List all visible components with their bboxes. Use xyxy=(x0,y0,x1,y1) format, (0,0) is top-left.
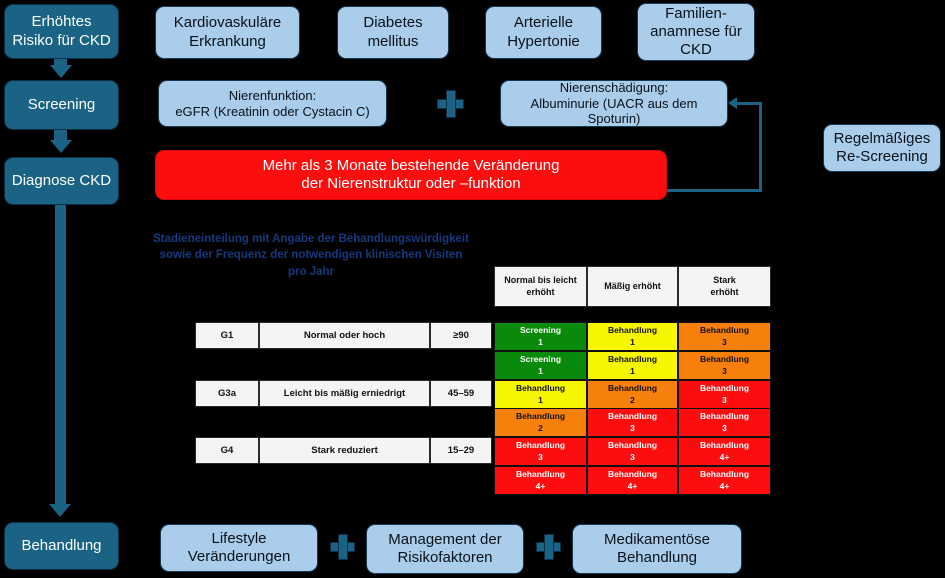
matrix-cell-r6-c1: Behandlung 4+ xyxy=(494,466,587,495)
matrix-cell-r1-c3: Behandlung 3 xyxy=(678,322,771,351)
matrix-cell-r4-c3: Behandlung 3 xyxy=(678,408,771,437)
diagnosis-criterion-alert: Mehr als 3 Monate bestehende Veränderung… xyxy=(155,150,667,200)
risk-factor-kardiovaskulaere-erkrankung: Kardiovaskuläre Erkrankung xyxy=(155,6,300,59)
matrix-column-header-maessig-erhoeht: Mäßig erhöht xyxy=(587,266,678,307)
feedback-loop-horizontal-bottom xyxy=(666,189,762,192)
screening-test-nierenschaedigung: Nierenschädigung: Albuminurie (UACR aus … xyxy=(500,80,728,127)
matrix-cell-r3-c2: Behandlung 2 xyxy=(587,380,678,409)
matrix-cell-r1-c2: Behandlung 1 xyxy=(587,322,678,351)
risk-factor-familienanamnese-ckd: Familien- anamnese für CKD xyxy=(637,3,755,61)
flow-stage-diagnose-ckd: Diagnose CKD xyxy=(4,157,119,205)
plus-icon-screening xyxy=(437,90,464,118)
matrix-column-header-normal-leicht-erhoeht: Normal bis leicht erhöht xyxy=(494,266,587,307)
flow-stage-erhoehtes-risiko: Erhöhtes Risiko für CKD xyxy=(4,4,119,59)
treatment-option-management-risikofaktoren: Management der Risikofaktoren xyxy=(366,524,524,574)
matrix-cell-r2-c1: Screening 1 xyxy=(494,351,587,380)
matrix-stage-gfr-g3a: 45–59 xyxy=(430,380,492,407)
matrix-cell-r5-c3: Behandlung 4+ xyxy=(678,437,771,466)
plus-icon-treatment-2 xyxy=(536,534,561,560)
flow-stage-screening: Screening xyxy=(4,80,119,130)
flow-stage-behandlung: Behandlung xyxy=(4,522,119,570)
connector-screening-to-diagnose-shaft xyxy=(54,130,67,141)
treatment-option-lifestyle-veraenderungen: Lifestyle Veränderungen xyxy=(160,524,318,572)
matrix-stage-description-g4: Stark reduziert xyxy=(259,437,430,464)
connector-risiko-to-screening-arrowhead xyxy=(50,65,72,78)
matrix-cell-r5-c2: Behandlung 3 xyxy=(587,437,678,466)
matrix-cell-r3-c1: Behandlung 1 xyxy=(494,380,587,409)
connector-screening-to-diagnose-arrowhead xyxy=(50,140,72,153)
connector-diagnose-to-behandlung-shaft xyxy=(55,205,66,510)
matrix-stage-code-g4: G4 xyxy=(195,437,259,464)
matrix-stage-gfr-g1: ≥90 xyxy=(430,322,492,349)
risk-factor-arterielle-hypertonie: Arterielle Hypertonie xyxy=(485,6,602,59)
feedback-loop-horizontal-top xyxy=(737,102,762,105)
matrix-cell-r1-c1: Screening 1 xyxy=(494,322,587,351)
matrix-column-header-stark-erhoeht: Stark erhöht xyxy=(678,266,771,307)
matrix-stage-description-g3a: Leicht bis mäßig erniedrigt xyxy=(259,380,430,407)
connector-risiko-to-screening-shaft xyxy=(54,59,67,67)
matrix-cell-r4-c1: Behandlung 2 xyxy=(494,408,587,437)
feedback-loop-arrowhead xyxy=(728,97,737,109)
risk-factor-diabetes-mellitus: Diabetes mellitus xyxy=(337,6,449,59)
matrix-cell-r2-c2: Behandlung 1 xyxy=(587,351,678,380)
treatment-option-medikamentoese-behandlung: Medikamentöse Behandlung xyxy=(572,524,742,574)
matrix-stage-gfr-g4: 15–29 xyxy=(430,437,492,464)
matrix-stage-code-g3a: G3a xyxy=(195,380,259,407)
matrix-stage-code-g1: G1 xyxy=(195,322,259,349)
matrix-heading: Stadieneinteilung mit Angabe der Behandl… xyxy=(153,233,469,278)
regelmaessiges-re-screening: Regelmäßiges Re-Screening xyxy=(823,124,941,172)
matrix-cell-r6-c3: Behandlung 4+ xyxy=(678,466,771,495)
connector-diagnose-to-behandlung-arrowhead xyxy=(49,504,71,517)
screening-test-nierenfunktion: Nierenfunktion: eGFR (Kreatinin oder Cys… xyxy=(158,80,387,127)
matrix-cell-r6-c2: Behandlung 4+ xyxy=(587,466,678,495)
matrix-cell-r4-c2: Behandlung 3 xyxy=(587,408,678,437)
matrix-cell-r5-c1: Behandlung 3 xyxy=(494,437,587,466)
matrix-stage-description-g1: Normal oder hoch xyxy=(259,322,430,349)
plus-icon-treatment-1 xyxy=(330,534,355,560)
feedback-loop-vertical xyxy=(759,102,762,192)
matrix-cell-r2-c3: Behandlung 3 xyxy=(678,351,771,380)
matrix-cell-r3-c3: Behandlung 3 xyxy=(678,380,771,409)
